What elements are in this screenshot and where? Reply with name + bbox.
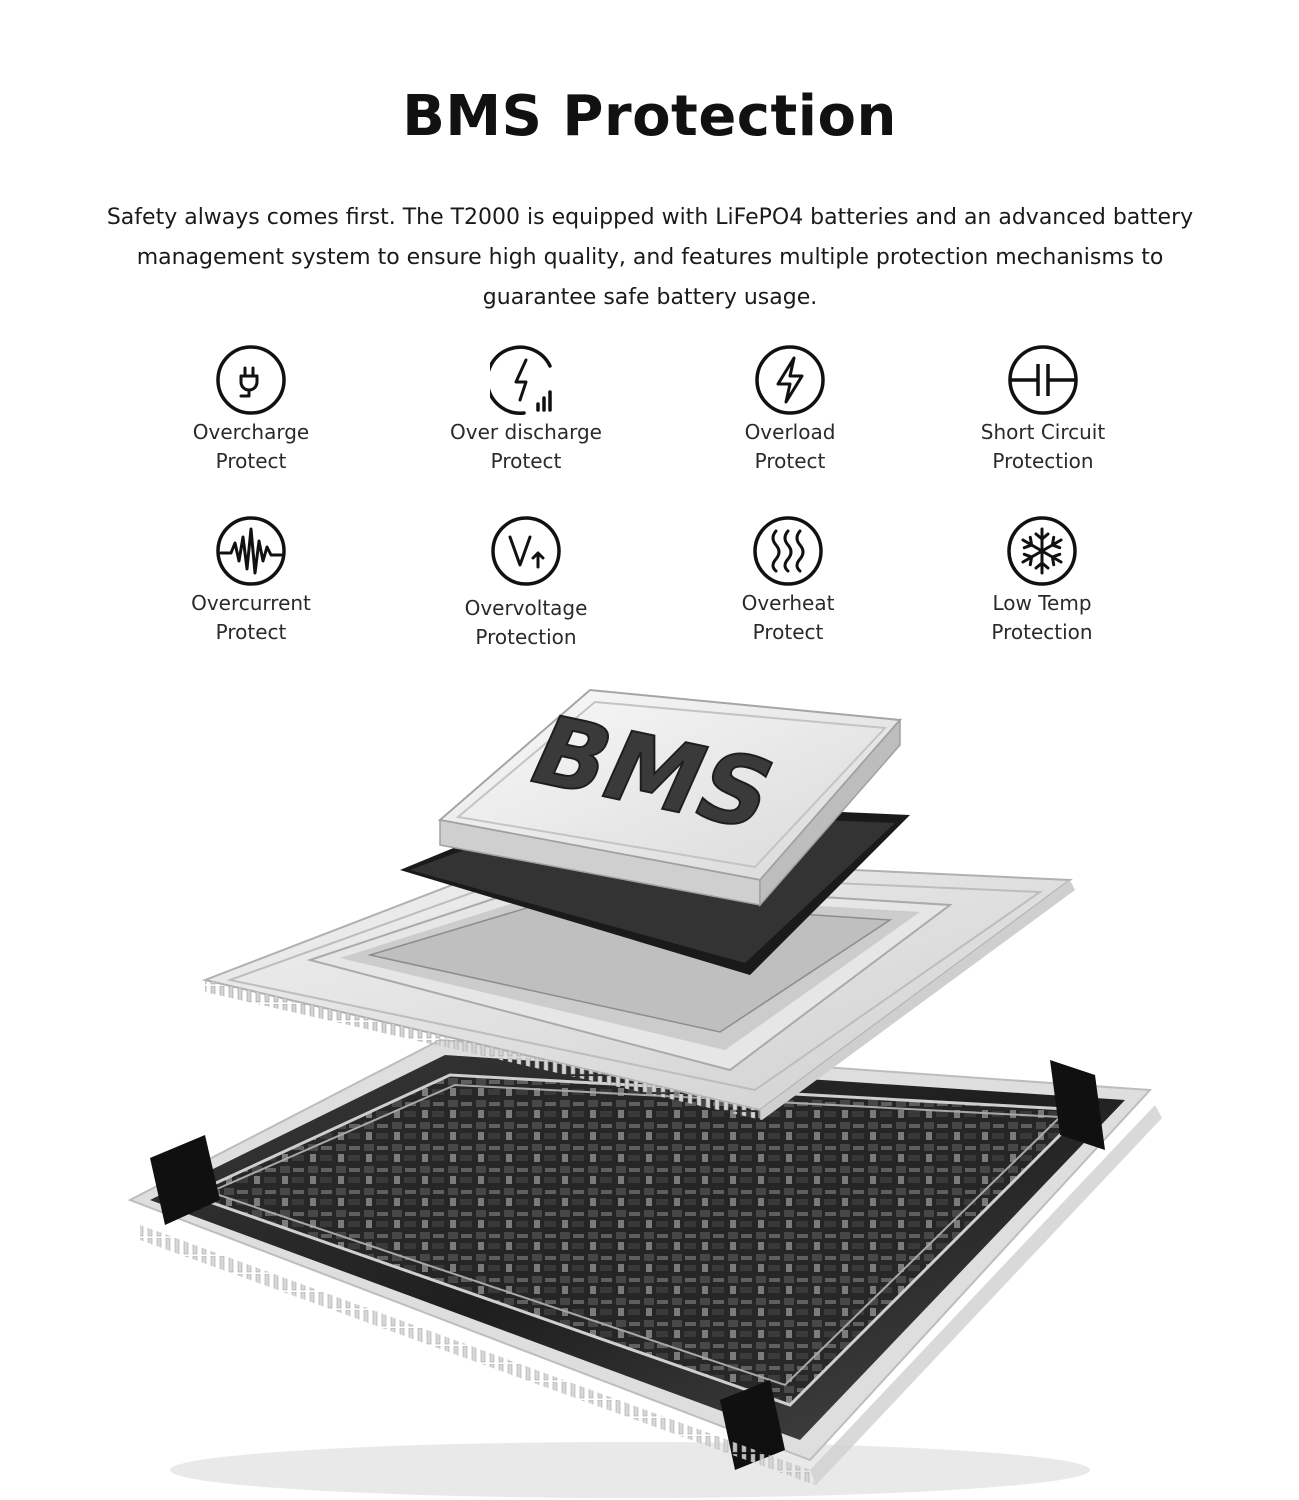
feature-short-circuit: Short Circuit Protection (933, 344, 1153, 476)
feature-label-line1: Overcharge (192, 420, 310, 444)
feature-label-line2: Protect (215, 620, 287, 644)
base-board (127, 1038, 1162, 1485)
heat-waves-icon (753, 516, 823, 586)
voltage-icon (491, 516, 561, 586)
plug-icon (216, 345, 286, 415)
lightning-icon (755, 345, 825, 415)
feature-label-line1: Short Circuit (980, 420, 1106, 444)
feature-overload: Overload Protect (680, 344, 900, 476)
page-title: BMS Protection (402, 84, 897, 149)
discharge-bolt-icon (490, 345, 552, 415)
feature-label-line1: Overvoltage (464, 596, 588, 620)
feature-overcurrent: Overcurrent Protect (141, 515, 361, 647)
feature-label-line2: Protect (754, 449, 826, 473)
feature-label-line1: Overheat (741, 591, 835, 615)
bms-chip-illustration: BMS (127, 688, 1162, 1498)
feature-overheat: Overheat Protect (678, 515, 898, 647)
feature-overcharge: Overcharge Protect (141, 344, 361, 476)
feature-label-line2: Protection (992, 449, 1094, 473)
feature-overvoltage: Overvoltage Protection (416, 515, 636, 652)
feature-label-line2: Protection (991, 620, 1093, 644)
feature-label-line1: Overload (744, 420, 836, 444)
feature-over-discharge: Over discharge Protect (416, 344, 636, 476)
top-cap: BMS (437, 688, 903, 907)
feature-label-line2: Protect (215, 449, 287, 473)
feature-low-temp: Low Temp Protection (932, 515, 1152, 647)
waveform-icon (216, 516, 286, 586)
capacitor-icon (1008, 345, 1078, 415)
feature-label-line2: Protect (752, 620, 824, 644)
feature-label-line1: Overcurrent (191, 591, 311, 615)
feature-label-line1: Over discharge (450, 420, 602, 444)
feature-label-line2: Protection (475, 625, 577, 649)
snowflake-icon (1007, 516, 1077, 586)
feature-label-line2: Protect (490, 449, 562, 473)
description: Safety always comes first. The T2000 is … (106, 205, 1194, 310)
feature-label-line1: Low Temp (992, 591, 1092, 615)
